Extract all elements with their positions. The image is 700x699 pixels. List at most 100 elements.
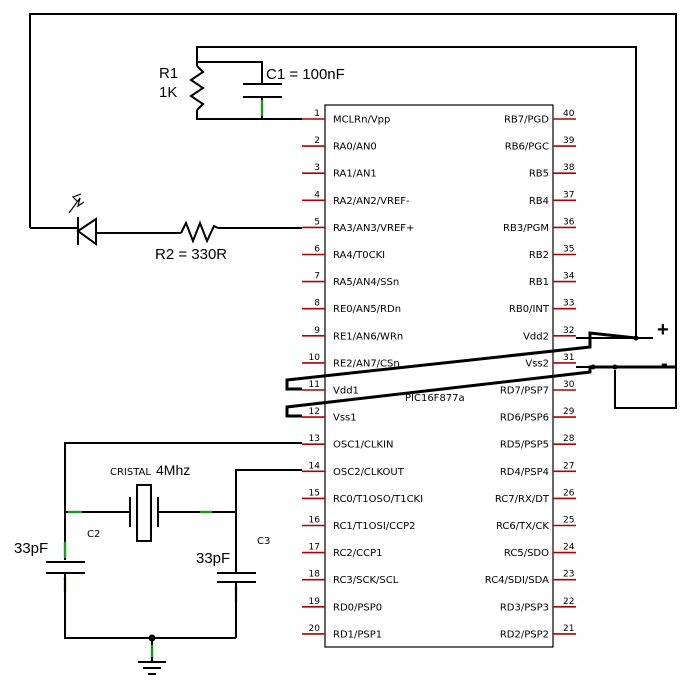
pin-number-22: 22 <box>563 597 574 607</box>
pin-label-18: RC3/SCK/SCL <box>333 575 399 586</box>
pin-number-37: 37 <box>563 190 574 200</box>
pin-number-23: 23 <box>563 570 574 580</box>
pin-label-11: Vdd1 <box>333 386 359 397</box>
pin-number-5: 5 <box>314 217 320 227</box>
right-pin-group: 40RB7/PGD39RB6/PGC38RB537RB436RB3/PGM35R… <box>485 109 593 640</box>
pin-label-37: RB4 <box>529 196 549 207</box>
c1-label: C1 = 100nF <box>266 66 345 83</box>
pin-number-19: 19 <box>309 597 321 607</box>
pin-label-31: Vss2 <box>525 358 549 369</box>
pin-number-4: 4 <box>314 190 320 200</box>
mcu-name: PIC16F877a <box>405 393 465 404</box>
r2-label: R2 = 330R <box>155 246 227 263</box>
pin-number-13: 13 <box>309 434 320 444</box>
mcu-body <box>324 104 554 648</box>
wire-osc1 <box>64 442 302 560</box>
pin-label-21: RD2/PSP2 <box>500 629 549 640</box>
pin-label-38: RB5 <box>529 169 549 180</box>
pin-number-29: 29 <box>563 407 575 417</box>
vdd-junction <box>633 335 639 341</box>
pin-label-30: RD7/PSP7 <box>500 386 549 397</box>
resistor-r2 <box>180 220 219 244</box>
pin-number-33: 33 <box>563 299 574 309</box>
pin-label-12: Vss1 <box>333 413 357 424</box>
pin-label-3: RA1/AN1 <box>333 169 377 180</box>
minus-sign: - <box>661 353 668 375</box>
pin-number-31: 31 <box>563 353 574 363</box>
wire-r1-to-mclr <box>196 110 302 120</box>
left-pin-group: 1MCLRn/Vpp2RA0/AN03RA1/AN14RA2/AN2/VREF-… <box>302 109 423 640</box>
crystal-name-label: CRISTAL <box>110 467 151 478</box>
vss-junction <box>612 364 618 370</box>
crystal-freq-label: 4Mhz <box>156 462 190 478</box>
pin-label-7: RA5/AN4/SSn <box>333 277 399 288</box>
wire-vdd1-to-vdd2 <box>285 331 637 391</box>
resistor-r1 <box>189 65 205 111</box>
wire-osc2 <box>235 469 302 573</box>
pin-label-26: RC7/RX/DT <box>495 494 550 505</box>
pin-number-2: 2 <box>314 136 320 146</box>
pin-label-39: RB6/PGC <box>505 142 549 153</box>
pin-number-15: 15 <box>309 488 320 498</box>
wire-led-return-loop <box>29 13 677 409</box>
pin-label-4: RA2/AN2/VREF- <box>333 196 410 207</box>
pin-label-22: RD3/PSP3 <box>500 602 549 613</box>
pin-number-16: 16 <box>309 516 321 526</box>
led-arrow <box>68 197 85 214</box>
r1-name-label: R1 <box>159 65 178 82</box>
pin-number-26: 26 <box>563 488 575 498</box>
pin-number-11: 11 <box>309 380 320 390</box>
pin-label-34: RB1 <box>529 277 549 288</box>
pin-number-40: 40 <box>563 109 575 119</box>
pin-label-8: RE0/AN5/RDn <box>333 304 401 315</box>
pin-number-7: 7 <box>314 272 320 282</box>
crystal-body <box>136 484 152 542</box>
pin-number-20: 20 <box>309 624 321 634</box>
pin-number-32: 32 <box>563 326 574 336</box>
pin-label-24: RC5/SDO <box>504 548 549 559</box>
led-triangle <box>76 217 97 246</box>
pin-label-16: RC1/T1OSI/CCP2 <box>333 521 416 532</box>
pin-label-5: RA3/AN3/VREF+ <box>333 223 414 234</box>
pin-number-39: 39 <box>563 136 575 146</box>
led-arrow-2 <box>71 193 82 202</box>
wire-c1-top <box>197 61 263 84</box>
pin-label-35: RB2 <box>529 250 549 261</box>
pin-label-23: RC4/SDI/SDA <box>485 575 549 586</box>
pin-number-36: 36 <box>563 217 575 227</box>
pin-label-9: RE1/AN6/WRn <box>333 331 403 342</box>
pin-number-14: 14 <box>309 461 321 471</box>
pin-number-9: 9 <box>314 326 320 336</box>
c3-value-label: 33pF <box>196 550 230 567</box>
pin-label-29: RD6/PSP6 <box>500 413 549 424</box>
pin-number-34: 34 <box>563 272 575 282</box>
pin-number-28: 28 <box>563 434 575 444</box>
pin-label-6: RA4/T0CKI <box>333 250 385 261</box>
pin-number-24: 24 <box>563 543 575 553</box>
pin-number-1: 1 <box>314 109 320 119</box>
pin-number-38: 38 <box>563 163 575 173</box>
pin-number-18: 18 <box>309 570 321 580</box>
pin-number-35: 35 <box>563 245 574 255</box>
pin-label-27: RD4/PSP4 <box>500 467 549 478</box>
pin-number-17: 17 <box>309 543 320 553</box>
r1-value-label: 1K <box>159 84 177 101</box>
c3-name-label: C3 <box>257 536 270 547</box>
pin-number-6: 6 <box>314 245 320 255</box>
c2-value-label: 33pF <box>14 540 48 557</box>
pin-label-25: RC6/TX/CK <box>496 521 549 532</box>
pin-label-10: RE2/AN7/CSn <box>333 358 400 369</box>
pin-number-25: 25 <box>563 516 574 526</box>
pin-label-32: Vdd2 <box>523 331 549 342</box>
plus-sign: + <box>657 319 669 341</box>
pin-number-8: 8 <box>314 299 320 309</box>
pin-number-30: 30 <box>563 380 575 390</box>
vss-junction-2 <box>590 364 596 370</box>
wire-c2-ground <box>64 573 236 639</box>
pin-label-2: RA0/AN0 <box>333 142 377 153</box>
pin-label-13: OSC1/CLKIN <box>333 440 393 451</box>
pin-number-27: 27 <box>563 461 574 471</box>
pin-number-3: 3 <box>314 163 320 173</box>
pin-number-21: 21 <box>563 624 574 634</box>
